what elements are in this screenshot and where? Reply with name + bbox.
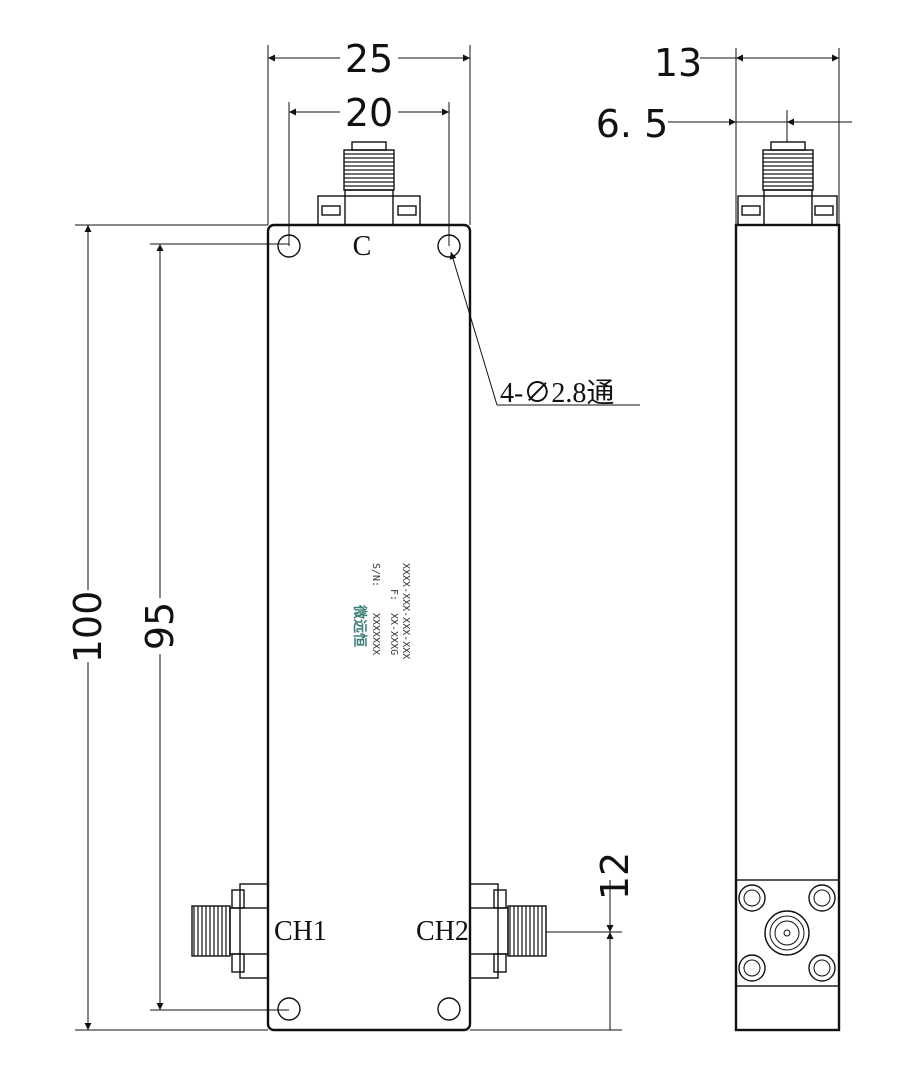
dim-overall-length: 100 bbox=[66, 591, 110, 664]
flange-screw-top-right bbox=[808, 884, 836, 912]
flange-socket-outer bbox=[764, 910, 810, 956]
dim-hole-spacing-length: 95 bbox=[138, 602, 182, 650]
dim-depth: 13 bbox=[654, 41, 702, 85]
hole-callout-leader bbox=[449, 251, 498, 406]
nameplate-freq-prefix: F: bbox=[388, 589, 399, 601]
connector-ch1-front bbox=[191, 883, 269, 979]
flange-screw-top-left bbox=[738, 884, 766, 912]
connector-ch2-front bbox=[469, 883, 547, 979]
nameplate-logo: 微远恒 bbox=[351, 604, 368, 647]
hole-callout-text: 4-∅2.8通 bbox=[500, 378, 614, 409]
nameplate: XXXX-XXX-XXX-XXX F: XX-XXXG S/N: XXXXXXX… bbox=[351, 563, 411, 659]
dim-hole-spacing-width: 20 bbox=[345, 91, 393, 135]
dim-port-offset: 12 bbox=[593, 852, 637, 900]
dim-connector-offset: 6. 5 bbox=[596, 102, 669, 146]
port-label-ch2: CH2 bbox=[416, 916, 469, 947]
port-label-ch1: CH1 bbox=[274, 916, 327, 947]
flange-screw-bottom-left bbox=[738, 954, 766, 982]
side-view bbox=[734, 141, 841, 1032]
mounting-hole-bottom-left bbox=[277, 997, 301, 1021]
front-view: C CH1 CH2 XXXX-XXX-XXX-XXX F: XX-XXXG S/… bbox=[191, 141, 640, 1032]
flange-socket-pin bbox=[783, 929, 791, 937]
side-body-outline bbox=[734, 223, 841, 1032]
mounting-hole-bottom-right bbox=[437, 997, 461, 1021]
dim-overall-width: 25 bbox=[345, 37, 393, 81]
connector-common-side bbox=[737, 141, 838, 226]
nameplate-freq-value: XX-XXXG bbox=[388, 613, 399, 655]
side-dimensions: 13 6. 5 bbox=[596, 41, 852, 225]
nameplate-serial-value: XXXXXXX bbox=[370, 613, 381, 655]
flange-connector-side bbox=[735, 879, 840, 987]
port-label-common: C bbox=[353, 231, 372, 262]
front-dimensions: 25 20 100 95 12 bbox=[66, 37, 637, 1031]
flange-screw-bottom-right bbox=[808, 954, 836, 982]
front-body-outline bbox=[266, 223, 472, 1032]
connector-common-front bbox=[317, 141, 421, 226]
nameplate-serial-prefix: S/N: bbox=[370, 563, 381, 587]
nameplate-model: XXXX-XXX-XXX-XXX bbox=[400, 563, 411, 659]
